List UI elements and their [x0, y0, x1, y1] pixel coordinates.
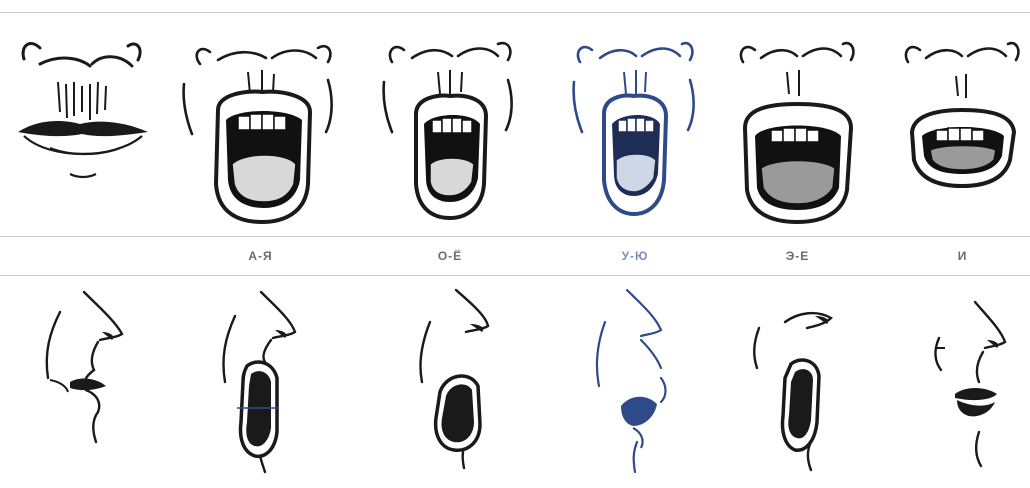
sound-label-closed — [10, 244, 160, 268]
mouth-a-ya-front-illustration — [178, 24, 343, 229]
front-view-closed — [10, 24, 160, 229]
profile-view-o-yo — [400, 282, 530, 482]
profile-view-closed — [20, 282, 140, 482]
sound-label-a-ya: А-Я — [178, 244, 343, 268]
sound-label-o-yo: О-Ё — [380, 244, 520, 268]
mouth-e-ye-profile-illustration — [745, 282, 865, 482]
closed-mouth-profile-illustration — [20, 282, 140, 482]
mouth-u-yu-front-illustration — [570, 24, 700, 229]
mouth-a-ya-profile-illustration — [195, 282, 325, 482]
lower-divider — [0, 275, 1030, 276]
front-view-a-ya — [178, 24, 343, 229]
mouth-i-front-illustration — [900, 24, 1025, 229]
profile-view-e-ye — [745, 282, 865, 482]
front-view-o-yo — [380, 24, 520, 229]
closed-mouth-front-illustration — [10, 24, 160, 229]
profile-view-a-ya — [195, 282, 325, 482]
mouth-u-yu-profile-illustration — [585, 282, 705, 482]
front-view-u-yu — [570, 24, 700, 229]
mouth-e-ye-front-illustration — [735, 24, 860, 229]
mouth-o-yo-profile-illustration — [400, 282, 530, 482]
sound-labels-row: А-Я О-Ё У-Ю Э-Е И — [0, 244, 1030, 268]
front-view-i — [900, 24, 1025, 229]
sound-label-e-ye: Э-Е — [735, 244, 860, 268]
profile-view-row — [0, 282, 1030, 482]
sound-label-u-yu: У-Ю — [570, 244, 700, 268]
profile-view-u-yu — [585, 282, 705, 482]
front-view-e-ye — [735, 24, 860, 229]
top-divider — [0, 12, 1030, 13]
mouth-i-profile-illustration — [925, 282, 1025, 482]
profile-view-i — [925, 282, 1025, 482]
sound-label-i: И — [900, 244, 1025, 268]
middle-divider — [0, 236, 1030, 237]
front-view-row — [0, 24, 1030, 229]
mouth-o-yo-front-illustration — [380, 24, 520, 229]
